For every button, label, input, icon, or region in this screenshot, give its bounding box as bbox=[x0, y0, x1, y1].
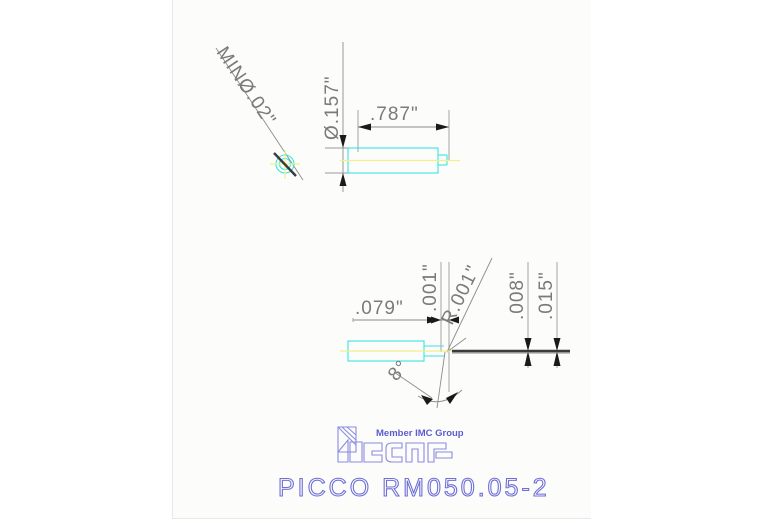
shank-diameter-dimension: Ø.157" bbox=[322, 42, 360, 192]
shank-diameter-label: Ø.157" bbox=[322, 75, 343, 140]
iscar-logo-marks bbox=[337, 426, 453, 463]
flute-length-dimension: .079" bbox=[352, 298, 440, 324]
offset-b-dimension: .015" bbox=[536, 262, 561, 368]
offset-b-label: .015" bbox=[536, 271, 557, 320]
imc-group-tagline: Member IMC Group bbox=[376, 428, 464, 439]
iscar-logo: Member IMC Group bbox=[337, 426, 464, 463]
tip-width-dimension: .001" bbox=[420, 262, 459, 392]
corner-radius-leader: R.001" bbox=[438, 257, 493, 353]
tip-width-label: .001" bbox=[420, 263, 441, 312]
detail-circle-callout bbox=[270, 150, 300, 179]
min-diameter-label: MINØ.02" bbox=[212, 43, 280, 130]
point-angle-dimension: 8° bbox=[384, 351, 463, 409]
tool-body-detail bbox=[340, 340, 570, 362]
tool-body-top bbox=[340, 147, 460, 174]
page-title: PICCO RM050.05-2 bbox=[278, 474, 550, 502]
detail-view-group: .079" .001" R.001" . bbox=[340, 257, 570, 409]
corner-radius-label: R.001" bbox=[438, 262, 485, 328]
flute-length-label: .079" bbox=[355, 298, 404, 319]
top-view-group: MINØ.02" Ø.157" .787" bbox=[212, 42, 460, 192]
overall-length-label: .787" bbox=[370, 104, 419, 125]
min-diameter-leader: MINØ.02" bbox=[212, 43, 304, 181]
overall-length-dimension: .787" bbox=[357, 104, 450, 160]
offset-a-label: .008" bbox=[507, 271, 528, 320]
